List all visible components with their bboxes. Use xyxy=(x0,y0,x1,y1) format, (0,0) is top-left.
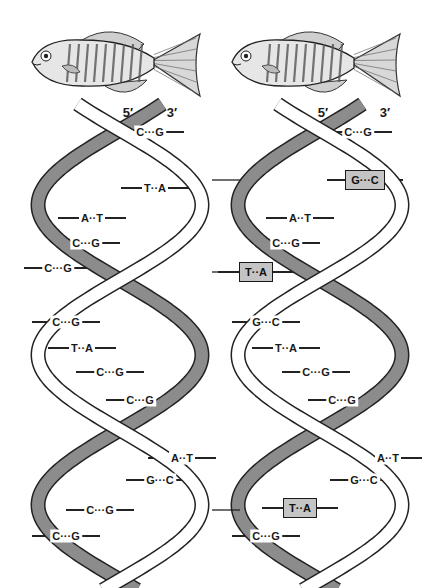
base-pair: G···C xyxy=(144,474,176,487)
strand-end: 3′ xyxy=(165,106,179,119)
base-pair: C···G xyxy=(250,530,282,543)
difference-mark xyxy=(212,179,240,180)
base-pair: C···G xyxy=(134,126,166,139)
base-pair: G···C xyxy=(348,474,380,487)
difference-mark xyxy=(212,509,240,510)
base-pair: C···G xyxy=(342,126,374,139)
base-pair: T··A xyxy=(240,265,272,279)
base-pair: A··T xyxy=(287,212,313,225)
strand-end: 5′ xyxy=(316,106,330,119)
fish xyxy=(32,32,200,96)
base-pair: C···G xyxy=(42,262,74,275)
base-pair: C···G xyxy=(300,366,332,379)
strand-end: 3′ xyxy=(378,106,392,119)
mutated-base-pair: T··A xyxy=(239,262,273,282)
base-pair: G···C xyxy=(250,316,282,329)
base-pair: T··A xyxy=(69,342,95,355)
base-pair: C···G xyxy=(70,237,102,250)
double-helix xyxy=(238,104,402,588)
base-pair: C···G xyxy=(124,394,156,407)
strand-end: 5′ xyxy=(121,106,135,119)
base-pair: T··A xyxy=(142,182,168,195)
double-helix xyxy=(38,104,202,588)
difference-mark xyxy=(212,271,240,272)
base-pair: A··T xyxy=(79,212,105,225)
base-pair: G···C xyxy=(346,173,384,187)
mutated-base-pair: T··A xyxy=(283,498,317,518)
base-pair: A··T xyxy=(169,452,195,465)
base-pair: C···G xyxy=(50,316,82,329)
base-pair-rungs xyxy=(24,132,422,536)
base-pair: C···G xyxy=(326,394,358,407)
base-pair: C···G xyxy=(270,237,302,250)
base-pair: C···G xyxy=(50,530,82,543)
base-pair: C···G xyxy=(84,504,116,517)
mutated-base-pair: G···C xyxy=(345,170,385,190)
base-pair: A··T xyxy=(375,452,401,465)
base-pair: T··A xyxy=(273,342,299,355)
fish xyxy=(232,32,400,96)
base-pair: C···G xyxy=(94,366,126,379)
base-pair: T··A xyxy=(284,501,316,515)
